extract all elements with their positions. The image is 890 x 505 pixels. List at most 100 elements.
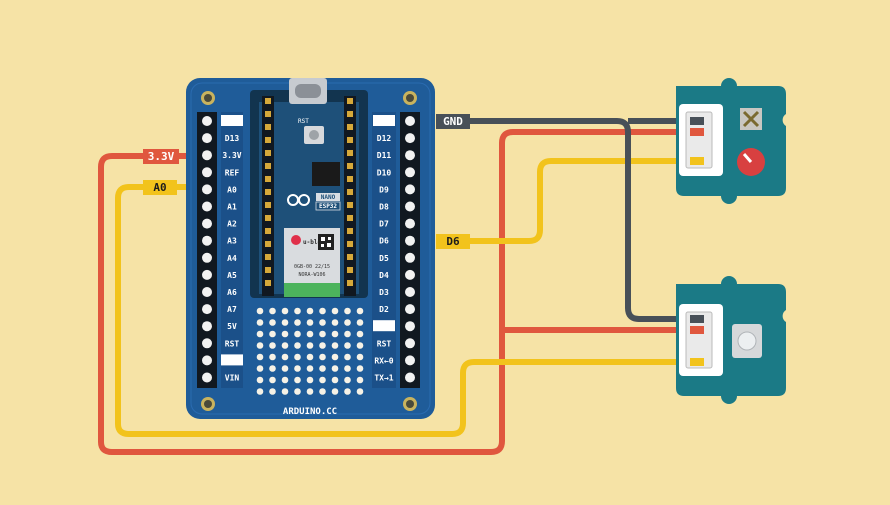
proto-hole: [344, 342, 351, 349]
module-pin: [347, 111, 353, 117]
pin-label-left-11: A7: [227, 305, 237, 314]
pin-label-right-15: TX→1: [374, 374, 393, 383]
proto-hole: [344, 388, 351, 395]
proto-hole: [331, 353, 339, 361]
header-pin-right-14: [405, 355, 415, 366]
proto-hole: [319, 388, 326, 395]
header-pin-right-2: [405, 150, 415, 161]
header-pin-left-7: [202, 235, 212, 246]
proto-hole: [294, 376, 301, 384]
proto-hole: [281, 330, 289, 338]
proto-hole: [256, 319, 264, 326]
proto-hole: [331, 365, 339, 372]
module-pin: [265, 241, 271, 247]
proto-hole: [281, 376, 289, 384]
pin-label-right-8: D5: [379, 254, 389, 263]
proto-hole: [256, 353, 264, 361]
pin-label-right-1: D12: [377, 134, 392, 143]
wire-a0: [115, 184, 698, 437]
svg-text:NANO: NANO: [321, 194, 336, 201]
header-pin-left-4: [202, 184, 212, 195]
proto-hole: [281, 365, 289, 372]
header-pin-right-15: [405, 372, 415, 383]
proto-hole: [331, 342, 339, 349]
proto-hole: [331, 376, 339, 384]
header-pin-right-8: [405, 252, 415, 263]
module-pin: [347, 176, 353, 182]
header-pin-left-15: [202, 372, 212, 383]
proto-hole: [344, 376, 351, 384]
proto-hole: [281, 307, 289, 315]
pin-label-left-10: A6: [227, 288, 237, 297]
wire-3v3: [98, 129, 698, 455]
header-pin-left-11: [202, 304, 212, 315]
proto-hole: [294, 330, 301, 338]
header-pin-left-10: [202, 287, 212, 297]
label-a0: A0: [143, 180, 177, 195]
header-pin-right-1: [405, 133, 415, 144]
proto-hole: [256, 342, 264, 349]
pin-label-left-9: A5: [227, 271, 237, 280]
pin-label-left-4: A0: [227, 185, 237, 194]
header-pin-right-12: [405, 321, 415, 332]
proto-hole: [281, 353, 289, 361]
label-d6: D6: [436, 234, 470, 249]
arduino-infinity-icon: [287, 194, 310, 206]
proto-hole: [269, 307, 276, 315]
proto-hole: [344, 365, 351, 372]
proto-hole: [356, 365, 364, 372]
nano-esp32-module: RST NANO ESP32 u-blox 0GB-00 22/15 NORA-…: [250, 78, 368, 298]
svg-text:D6: D6: [446, 235, 460, 248]
proto-hole: [331, 330, 339, 338]
label-3v3: 3.3V: [143, 149, 179, 164]
proto-hole: [269, 330, 276, 338]
header-pin-left-2: [202, 150, 212, 161]
proto-hole: [331, 319, 339, 326]
proto-hole: [269, 365, 276, 372]
proto-hole: [319, 353, 326, 361]
header-pin-right-6: [405, 218, 415, 229]
svg-text:NORA-W106: NORA-W106: [298, 272, 325, 278]
module-pin: [347, 137, 353, 143]
module-pin: [347, 202, 353, 208]
svg-text:GND: GND: [443, 115, 463, 128]
wire-gnd: [468, 118, 698, 322]
proto-hole: [256, 307, 264, 315]
pin-label-right-7: D6: [379, 237, 389, 246]
header-pin-right-0: [405, 116, 415, 126]
module-pin: [265, 189, 271, 195]
wire-d6: [468, 158, 698, 244]
header-pin-left-13: [202, 338, 212, 349]
proto-hole: [306, 365, 314, 372]
module-pin: [265, 137, 271, 143]
module-pin: [347, 241, 353, 247]
proto-hole: [319, 376, 326, 384]
module-pin: [265, 267, 271, 273]
proto-hole: [356, 353, 364, 361]
nano-carrier-board: RST NANO ESP32 u-blox 0GB-00 22/15 NORA-…: [186, 78, 435, 419]
proto-hole: [269, 319, 276, 326]
proto-hole: [331, 307, 339, 315]
qr-code: [318, 234, 334, 250]
grove-led-module: [676, 276, 786, 404]
proto-hole: [269, 353, 276, 361]
module-pin: [347, 280, 353, 286]
module-pin: [265, 124, 271, 130]
pin-label-left-7: A3: [227, 237, 237, 246]
proto-hole: [294, 388, 301, 395]
module-pin: [265, 176, 271, 182]
pin-label-left-8: A4: [227, 254, 237, 263]
pin-label-right-10: D3: [379, 288, 389, 297]
proto-hole: [356, 388, 364, 395]
proto-hole: [269, 388, 276, 395]
module-pin: [265, 280, 271, 286]
prototyping-area: [256, 307, 364, 395]
connector-pins: [690, 117, 704, 366]
pin-label-right-6: D7: [379, 220, 389, 229]
proto-hole: [269, 376, 276, 384]
svg-text:RST: RST: [298, 118, 309, 125]
proto-hole: [294, 353, 301, 361]
proto-hole: [294, 365, 301, 372]
proto-hole: [306, 319, 314, 326]
svg-text:3.3V: 3.3V: [148, 150, 175, 163]
